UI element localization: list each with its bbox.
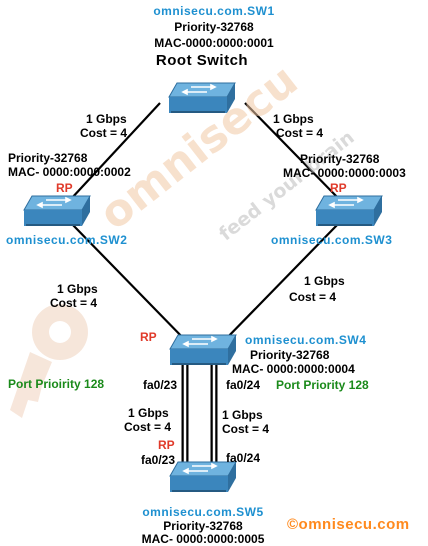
sw4-port-fa0-23: fa0/23 [143, 378, 178, 392]
switch-icon-sw4 [169, 334, 237, 366]
sw5-name: omnisecu.com.SW5 [142, 505, 264, 519]
copyright: ©omnisecu.com [287, 516, 410, 533]
sw3-mac: MAC- 0000:0000:0003 [283, 166, 406, 180]
link-sw3-sw4-cost: Cost = 4 [289, 290, 337, 304]
link-sw1-sw2-cost: Cost = 4 [80, 126, 128, 140]
link-sw1-sw3 [244, 102, 341, 201]
sw3-root-port: RP [330, 181, 347, 195]
sw3-priority: Priority-32768 [300, 152, 380, 166]
link-sw2-sw4 [69, 221, 191, 346]
link-sw1-sw3-speed: 1 Gbps [273, 112, 314, 126]
link-sw3-sw4-speed: 1 Gbps [304, 274, 345, 288]
key-icon [10, 304, 88, 418]
sw5-root-port: RP [158, 438, 175, 452]
link-sw1-sw2 [69, 102, 161, 201]
sw1-name: omnisecu.com.SW1 [153, 4, 275, 18]
switch-icon-sw3 [315, 195, 383, 227]
link-sw1-sw2-speed: 1 Gbps [86, 112, 127, 126]
link-sw1-sw3-cost: Cost = 4 [276, 126, 324, 140]
sw4-mac: MAC- 0000:0000:0004 [232, 362, 355, 376]
link-sw4-sw5-b-cost: Cost = 4 [222, 422, 270, 436]
sw4-root-port: RP [140, 330, 157, 344]
link-sw4-sw5-a-cost: Cost = 4 [124, 420, 172, 434]
sw4-priority: Priority-32768 [250, 348, 330, 362]
link-sw2-sw4-speed: 1 Gbps [57, 282, 98, 296]
sw1-mac: MAC-0000:0000:0001 [154, 36, 274, 50]
sw5-mac: MAC- 0000:0000:0005 [141, 532, 265, 546]
sw2-priority: Priority-32768 [8, 151, 88, 165]
link-sw4-sw5-b-speed: 1 Gbps [222, 408, 263, 422]
sw5-priority: Priority-32768 [163, 519, 243, 533]
sw5-port-fa0-23: fa0/23 [141, 453, 176, 467]
switch-icon-sw5 [169, 461, 237, 493]
root-switch-label: Root Switch [155, 52, 249, 69]
link-sw4-sw5-a-speed: 1 Gbps [128, 406, 169, 420]
sw5-port-fa0-24: fa0/24 [226, 451, 261, 465]
link-sw2-sw4-cost: Cost = 4 [50, 296, 98, 310]
sw1-priority: Priority-32768 [174, 20, 254, 34]
sw2-mac: MAC- 0000:0000:0002 [8, 165, 131, 179]
switch-icon-sw2 [23, 195, 91, 227]
sw4-name: omnisecu.com.SW4 [245, 333, 367, 347]
sw4-left-port-priority: Port Prioirity 128 [8, 377, 105, 391]
link-sw3-sw4 [219, 221, 341, 346]
sw4-right-port-priority: Port Priority 128 [276, 378, 369, 392]
sw4-port-fa0-24: fa0/24 [226, 378, 261, 392]
sw2-name: omnisecu.com.SW2 [6, 233, 128, 247]
sw3-name: omnisecu.com.SW3 [271, 233, 393, 247]
sw2-root-port: RP [56, 181, 73, 195]
